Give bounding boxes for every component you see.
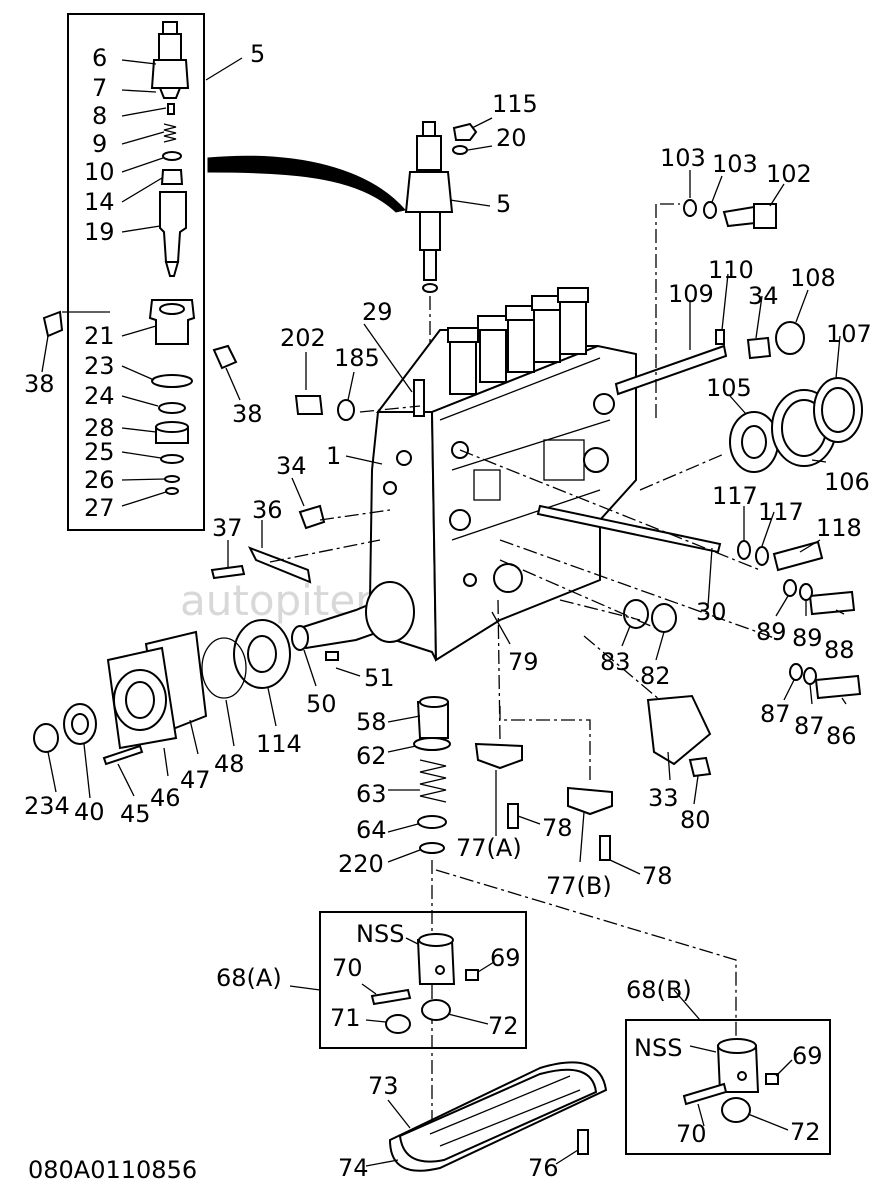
callout-24: 24	[84, 382, 115, 410]
injector-assembly	[404, 117, 493, 400]
callout-74: 74	[338, 1154, 369, 1182]
callout-72-a: 72	[488, 1012, 519, 1040]
callout-83: 83	[600, 648, 631, 676]
callout-28: 28	[84, 414, 115, 442]
callout-103-a: 103	[660, 144, 706, 172]
callout-62: 62	[356, 742, 387, 770]
callout-23: 23	[84, 352, 115, 380]
injector-inset	[41, 13, 243, 531]
callout-77b: 77(B)	[546, 872, 612, 900]
callout-69-b: 69	[792, 1042, 823, 1070]
callout-76: 76	[528, 1154, 559, 1182]
callout-89-b: 89	[792, 624, 823, 652]
callout-48: 48	[214, 750, 245, 778]
callout-33: 33	[648, 784, 679, 812]
callout-37: 37	[212, 514, 243, 542]
callout-72-b: 72	[790, 1118, 821, 1146]
callout-79: 79	[508, 648, 539, 676]
callout-nss-b: NSS	[634, 1034, 682, 1062]
callout-103-b: 103	[712, 150, 758, 178]
callout-117-b: 117	[758, 498, 804, 526]
callout-10: 10	[84, 158, 115, 186]
callout-38-right: 38	[232, 400, 263, 428]
callout-105: 105	[706, 374, 752, 402]
callout-5-injector: 5	[496, 190, 511, 218]
callout-20: 20	[496, 124, 527, 152]
callout-117-a: 117	[712, 482, 758, 510]
callout-185: 185	[334, 344, 380, 372]
callout-73: 73	[368, 1072, 399, 1100]
callout-89-a: 89	[756, 618, 787, 646]
callout-1: 1	[326, 442, 341, 470]
callout-77a: 77(A)	[456, 834, 522, 862]
callout-78-b: 78	[642, 862, 673, 890]
reference-arrow	[207, 155, 406, 213]
callout-70-b: 70	[676, 1120, 707, 1148]
callout-38-left: 38	[24, 370, 55, 398]
callout-82: 82	[640, 662, 671, 690]
callout-102: 102	[766, 160, 812, 188]
callout-6: 6	[92, 44, 107, 72]
callout-27: 27	[84, 494, 115, 522]
callout-46: 46	[150, 784, 181, 812]
callout-88: 88	[824, 636, 855, 664]
callout-19: 19	[84, 218, 115, 246]
callout-234: 234	[24, 792, 70, 820]
callout-69-a: 69	[490, 944, 521, 972]
callout-220: 220	[338, 850, 384, 878]
part-68b-inset	[625, 989, 831, 1155]
callout-47: 47	[180, 766, 211, 794]
callout-106: 106	[824, 468, 870, 496]
callout-5-inset: 5	[250, 40, 265, 68]
callout-45: 45	[120, 800, 151, 828]
callout-30: 30	[696, 598, 727, 626]
callout-87-b: 87	[794, 712, 825, 740]
callout-86: 86	[826, 722, 857, 750]
callout-51: 51	[364, 664, 395, 692]
part-68a-inset	[289, 911, 527, 1049]
callout-68a: 68(A)	[216, 964, 282, 992]
callout-108: 108	[790, 264, 836, 292]
callout-labels: 6 7 8 9 10 14 19 5 21 23 24 28 25 26 27 …	[24, 40, 872, 1184]
callout-87-a: 87	[760, 700, 791, 728]
callout-50: 50	[306, 690, 337, 718]
callout-40: 40	[74, 798, 105, 826]
callout-7: 7	[92, 74, 107, 102]
callout-nss-a: NSS	[356, 920, 404, 948]
callout-64: 64	[356, 816, 387, 844]
callout-118: 118	[816, 514, 862, 542]
drawing-code: 080A0110856	[28, 1156, 197, 1184]
callout-109: 109	[668, 280, 714, 308]
callout-71: 71	[330, 1004, 361, 1032]
callout-9: 9	[92, 130, 107, 158]
callout-202: 202	[280, 324, 326, 352]
callout-78-a: 78	[542, 814, 573, 842]
pump-housing	[33, 170, 863, 1130]
callout-107: 107	[826, 320, 872, 348]
callout-26: 26	[84, 466, 115, 494]
callout-114: 114	[256, 730, 302, 758]
callout-34-top: 34	[748, 282, 779, 310]
cover-gasket	[365, 1061, 608, 1172]
callout-14: 14	[84, 188, 115, 216]
callout-80: 80	[680, 806, 711, 834]
callout-8: 8	[92, 102, 107, 130]
callout-68b: 68(B)	[626, 976, 692, 1004]
callout-70-a: 70	[332, 954, 363, 982]
callout-29: 29	[362, 298, 393, 326]
callout-34-side: 34	[276, 452, 307, 480]
callout-110: 110	[708, 256, 754, 284]
callout-25: 25	[84, 438, 115, 466]
callout-63: 63	[356, 780, 387, 808]
callout-21: 21	[84, 322, 115, 350]
callout-115: 115	[492, 90, 538, 118]
callout-58: 58	[356, 708, 387, 736]
callout-36: 36	[252, 496, 283, 524]
